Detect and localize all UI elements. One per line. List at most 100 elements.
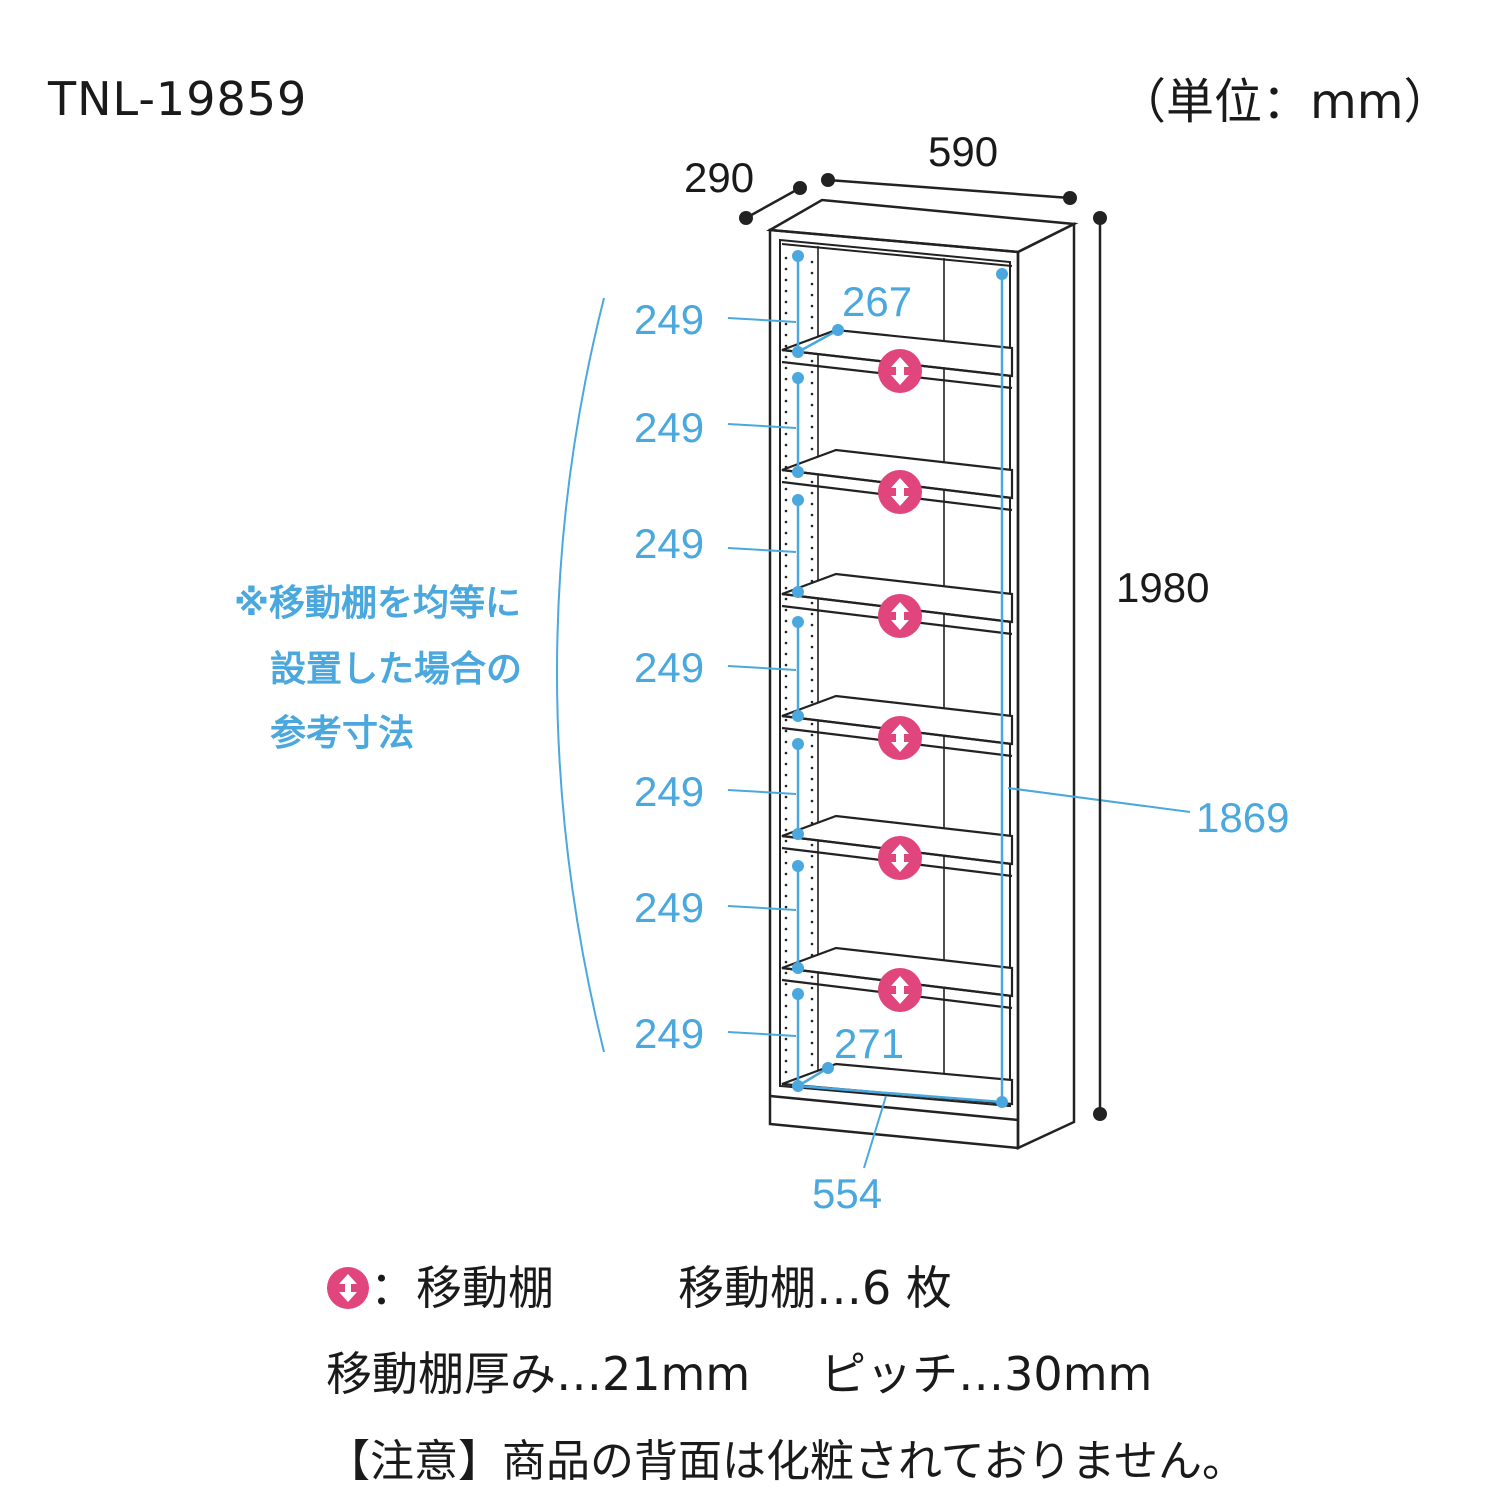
bracket-arc bbox=[556, 297, 605, 1053]
shelf-gap-1: 249 bbox=[634, 296, 704, 343]
pin-hole bbox=[784, 982, 788, 986]
pin-hole bbox=[784, 575, 788, 579]
pin-hole bbox=[784, 454, 788, 458]
pin-hole bbox=[784, 652, 788, 656]
pin-hole bbox=[784, 762, 788, 766]
legend-shelf-count: 移動棚…6 枚 bbox=[678, 1261, 952, 1315]
pin-hole bbox=[810, 414, 814, 418]
notice-text: 【注意】商品の背面は化粧されておりません。 bbox=[326, 1436, 1247, 1487]
shelf-gap-3: 249 bbox=[634, 520, 704, 567]
pin-hole bbox=[810, 601, 814, 605]
gap-dot bbox=[792, 586, 804, 598]
pin-hole bbox=[810, 909, 814, 913]
gap-dot bbox=[792, 372, 804, 384]
shelf-gap-2: 249 bbox=[634, 404, 704, 451]
pin-hole bbox=[784, 388, 788, 392]
pin-hole bbox=[810, 370, 814, 374]
pin-hole bbox=[784, 333, 788, 337]
pin-hole bbox=[784, 784, 788, 788]
shelf-gap-4: 249 bbox=[634, 644, 704, 691]
pin-hole bbox=[810, 425, 814, 429]
pin-hole bbox=[784, 927, 788, 931]
pin-hole bbox=[784, 311, 788, 315]
width-dot bbox=[821, 173, 835, 187]
pin-hole bbox=[810, 1030, 814, 1034]
pin-hole bbox=[784, 1048, 788, 1052]
pin-hole bbox=[810, 777, 814, 781]
pin-hole bbox=[784, 619, 788, 623]
up-down-arrow-icon bbox=[891, 844, 909, 872]
pin-hole bbox=[810, 876, 814, 880]
pin-hole bbox=[810, 997, 814, 1001]
inner-width-line bbox=[797, 1084, 1003, 1104]
pin-hole bbox=[784, 795, 788, 799]
pin-hole bbox=[810, 513, 814, 517]
pin-hole bbox=[810, 766, 814, 770]
gap-leader bbox=[727, 665, 797, 671]
legend-mark-label: ：移動棚 bbox=[370, 1261, 554, 1315]
pin-hole bbox=[810, 975, 814, 979]
pin-hole bbox=[810, 568, 814, 572]
pin-hole bbox=[784, 883, 788, 887]
pin-hole bbox=[810, 667, 814, 671]
cabinet-outline bbox=[765, 198, 1079, 1150]
pin-hole bbox=[810, 315, 814, 319]
bottom-board bbox=[781, 1062, 1014, 1106]
pin-hole bbox=[784, 993, 788, 997]
pin-hole bbox=[784, 828, 788, 832]
pin-hole bbox=[810, 942, 814, 946]
pin-hole bbox=[810, 403, 814, 407]
pin-hole bbox=[810, 502, 814, 506]
note-line-2: 設置した場合の bbox=[270, 649, 523, 690]
pin-hole bbox=[784, 641, 788, 645]
pin-hole bbox=[784, 663, 788, 667]
bottom-inner-depth: 271 bbox=[834, 1020, 904, 1067]
pin-hole bbox=[784, 960, 788, 964]
unit-label: （単位：mm） bbox=[1118, 74, 1452, 130]
pin-hole bbox=[784, 355, 788, 359]
shelf-gap-6: 249 bbox=[634, 884, 704, 931]
depth-dimension: 290 bbox=[684, 154, 754, 201]
pin-hole bbox=[784, 509, 788, 513]
spec-pitch: ピッチ…30mm bbox=[820, 1347, 1153, 1401]
bookshelf-diagram: 290 590 1980 249 249 249 249 249 249 249… bbox=[556, 128, 1289, 1217]
note-line-3: 参考寸法 bbox=[270, 713, 415, 754]
top-depth-dot bbox=[832, 324, 844, 336]
pin-hole bbox=[810, 689, 814, 693]
pin-hole bbox=[810, 986, 814, 990]
up-down-arrow-icon bbox=[891, 976, 909, 1004]
gap-dot bbox=[792, 738, 804, 750]
height-dot bbox=[1093, 211, 1107, 225]
width-dot bbox=[1063, 191, 1077, 205]
pin-hole bbox=[810, 843, 814, 847]
pin-hole bbox=[810, 634, 814, 638]
legend-row: ：移動棚 移動棚…6 枚 bbox=[326, 1252, 952, 1318]
pin-hole bbox=[784, 322, 788, 326]
pin-hole bbox=[810, 656, 814, 660]
pin-hole bbox=[810, 920, 814, 924]
width-line bbox=[827, 178, 1071, 200]
black-dimension-lines bbox=[739, 173, 1107, 1121]
pin-hole bbox=[784, 432, 788, 436]
pin-hole bbox=[784, 421, 788, 425]
pin-hole bbox=[784, 520, 788, 524]
pin-hole bbox=[784, 278, 788, 282]
pin-hole bbox=[784, 674, 788, 678]
inner-width: 554 bbox=[812, 1170, 882, 1217]
blue-dimension-lines bbox=[727, 250, 1191, 1169]
gap-dot bbox=[792, 710, 804, 722]
pin-hole bbox=[784, 905, 788, 909]
up-down-arrow-icon bbox=[891, 602, 909, 630]
pin-hole bbox=[810, 524, 814, 528]
pin-hole bbox=[784, 1015, 788, 1019]
pin-hole bbox=[784, 443, 788, 447]
pin-hole bbox=[784, 916, 788, 920]
pin-hole bbox=[784, 806, 788, 810]
pin-hole bbox=[810, 678, 814, 682]
pin-hole bbox=[810, 865, 814, 869]
pin-hole bbox=[784, 344, 788, 348]
pin-hole bbox=[784, 399, 788, 403]
pin-hole bbox=[810, 260, 814, 264]
pin-hole bbox=[784, 817, 788, 821]
